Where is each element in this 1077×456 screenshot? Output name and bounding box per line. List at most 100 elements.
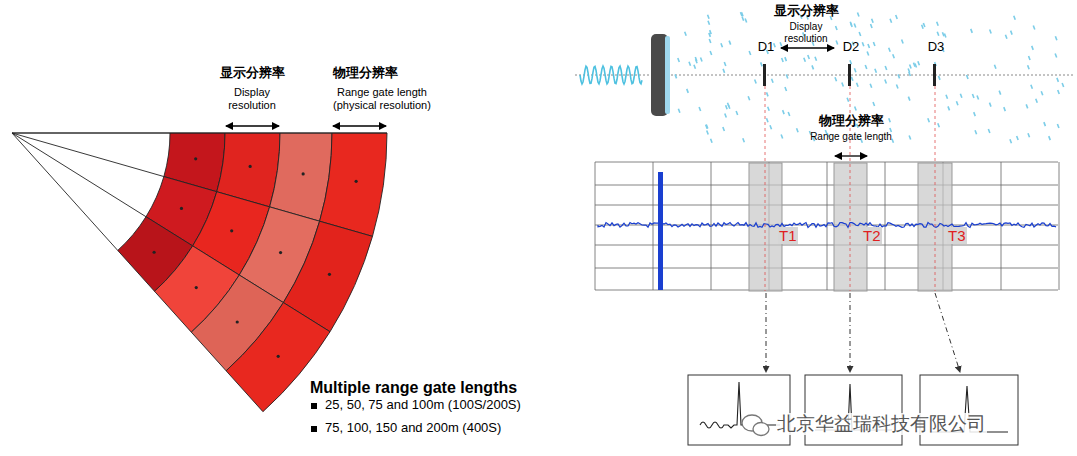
particle: [1017, 136, 1019, 140]
cell-center: [277, 355, 280, 358]
resolution-title-zh: 物理分辨率: [333, 66, 398, 81]
particle: [847, 98, 849, 102]
particle: [902, 40, 904, 44]
particle: [893, 54, 895, 58]
particle: [785, 57, 787, 61]
range-marker: [848, 64, 851, 86]
particle: [708, 15, 710, 19]
particle: [999, 91, 1001, 95]
lens-edge: [665, 36, 670, 114]
particle: [685, 32, 687, 36]
particle: [923, 23, 925, 27]
resolution-title-en: Range gate length: [810, 131, 892, 143]
particle: [781, 134, 783, 138]
spectrum-box: [688, 375, 790, 445]
grid-line: [595, 290, 1058, 291]
range-marker: [933, 64, 936, 86]
particle: [922, 25, 924, 29]
particle: [989, 103, 991, 107]
resolution-title-zh: 显示分辨率: [774, 4, 839, 19]
particle: [988, 129, 990, 133]
particle: [974, 112, 976, 116]
particle: [850, 60, 852, 64]
particle: [788, 112, 790, 116]
particle: [862, 42, 864, 46]
particle: [749, 51, 751, 55]
list-item: 75, 100, 150 and 200m (400S): [325, 421, 501, 436]
particle: [780, 42, 782, 46]
particle: [709, 39, 711, 43]
bullet: [311, 403, 317, 409]
particle: [710, 51, 712, 55]
list-heading: Multiple range gate lengths: [310, 379, 517, 397]
grid-line: [1059, 162, 1060, 290]
particle: [706, 124, 708, 128]
particle: [1049, 136, 1051, 140]
particle: [857, 83, 859, 87]
beam-axis: [575, 75, 1075, 76]
particle: [721, 43, 723, 47]
particle: [928, 118, 930, 122]
particle: [1029, 56, 1031, 60]
particle: [977, 96, 979, 100]
particle: [889, 118, 891, 122]
particle: [889, 48, 891, 52]
grid-line: [595, 185, 1058, 186]
resolution-title-zh: 物理分辨率: [819, 114, 884, 129]
particle: [699, 107, 701, 111]
particle: [1036, 99, 1038, 103]
particle: [836, 26, 838, 30]
particle: [724, 62, 726, 66]
particle: [1026, 104, 1028, 108]
particle: [854, 24, 856, 28]
particle: [726, 105, 728, 109]
beam-ray: [12, 133, 118, 250]
particle: [1057, 78, 1059, 82]
list-item: 25, 50, 75 and 100m (100S/200S): [325, 398, 521, 413]
particle: [898, 74, 900, 78]
cell-center: [328, 273, 331, 276]
particle: [851, 77, 853, 81]
particle: [918, 61, 920, 65]
particle: [710, 30, 712, 34]
particle: [994, 65, 996, 69]
particle: [938, 123, 940, 127]
particle: [937, 22, 939, 26]
particle: [701, 58, 703, 62]
range-cell: [320, 133, 387, 236]
display-resolution-arrow: [226, 125, 279, 126]
particle: [1011, 31, 1013, 35]
particle: [742, 17, 744, 21]
particle: [742, 12, 744, 16]
particle: [1044, 122, 1046, 126]
particle: [766, 118, 768, 122]
particle: [875, 69, 877, 73]
range-gate-arrow: [835, 155, 867, 156]
particle: [871, 24, 873, 28]
time-gate-label: T3: [947, 227, 967, 244]
particle: [1032, 46, 1034, 50]
watermark: 北京华益瑞科技有限公司: [776, 413, 987, 435]
particle: [785, 87, 787, 91]
particle: [1010, 139, 1012, 143]
particle: [867, 52, 869, 56]
cell-center: [302, 172, 305, 175]
particle: [892, 139, 894, 143]
grid-line: [595, 205, 1058, 206]
particle: [761, 62, 763, 66]
particle: [910, 65, 912, 69]
particle: [723, 127, 725, 131]
particle: [870, 84, 872, 88]
grid-line: [595, 245, 1058, 246]
particle: [727, 103, 729, 107]
distance-label: D3: [928, 40, 945, 55]
particle: [854, 68, 856, 72]
particle: [865, 65, 867, 69]
particle: [859, 32, 861, 36]
spectrum: [700, 382, 780, 428]
beam-ray: [12, 133, 146, 217]
particle: [804, 58, 806, 62]
particle: [855, 107, 857, 111]
particle: [1033, 25, 1035, 29]
